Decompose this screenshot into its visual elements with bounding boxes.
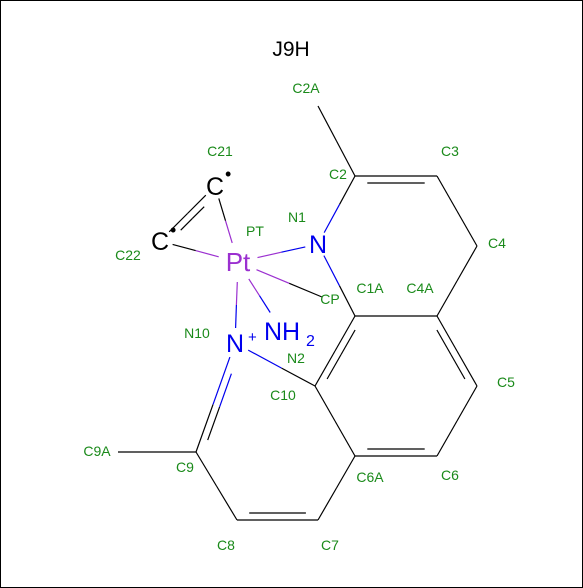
bond-c21-c22-inner xyxy=(180,217,193,231)
atom-symbol-n10: N xyxy=(226,330,244,358)
bond-c4-c4a xyxy=(436,280,458,317)
bond-c21-c22 xyxy=(187,194,207,214)
bond-c1a-c10 xyxy=(334,315,356,352)
atom-id-label-c4a: C4A xyxy=(406,280,434,296)
atom-id-labels-layer: PTN1N10N2C21C22CPC2AC2C3C4C4AC1AC10C5C6C… xyxy=(83,80,515,553)
atom-id-label-n10: N10 xyxy=(184,325,210,341)
bond-c5-c6 xyxy=(436,420,458,457)
bond-c4a-c5 xyxy=(436,315,458,352)
bond-c6a-c7 xyxy=(317,487,338,521)
bond-pt-c22 xyxy=(195,250,219,258)
atom-id-label-c9: C9 xyxy=(176,459,194,475)
bond-c9-n10 xyxy=(212,356,231,405)
atom-id-label-c6: C6 xyxy=(441,467,459,483)
atom-id-label-c10: C10 xyxy=(270,387,296,403)
bond-pt-c22 xyxy=(172,243,196,252)
atom-id-label-n2: N2 xyxy=(287,350,305,366)
bond-c1a-c10-inner xyxy=(340,329,356,355)
atom-id-label-c21: C21 xyxy=(207,143,233,159)
bonds-layer xyxy=(118,105,478,521)
bond-pt-cp xyxy=(256,269,290,284)
bond-pt-n1 xyxy=(281,246,306,253)
bond-c2-n1 xyxy=(339,175,356,205)
atom-id-label-c3: C3 xyxy=(441,143,459,159)
bond-c4a-c5-inner xyxy=(450,354,466,380)
atom-id-label-c2: C2 xyxy=(329,166,347,182)
atom-id-label-pt: PT xyxy=(246,223,264,239)
radical-dot-c22: • xyxy=(170,220,176,240)
bond-n10-c10 xyxy=(247,349,282,369)
bond-c6a-c10 xyxy=(334,420,356,457)
bond-c4a-c5-inner xyxy=(436,329,452,355)
bond-n10-c10 xyxy=(281,367,316,387)
bond-c1a-c10 xyxy=(314,350,336,387)
bond-c5-c6 xyxy=(456,385,478,422)
bond-c9-n10-inner xyxy=(207,406,221,441)
diagram-title: J9H xyxy=(272,38,309,61)
bond-pt-cp xyxy=(288,282,323,298)
atom-symbol-n2: NH xyxy=(264,318,300,346)
atom-id-label-c22: C22 xyxy=(115,247,141,263)
bond-c2-n1 xyxy=(323,204,341,233)
bond-c2a-c2 xyxy=(335,140,356,177)
bond-pt-n10 xyxy=(235,281,238,306)
atom-id-label-c9a: C9A xyxy=(83,443,111,459)
bond-c4-c4a xyxy=(456,245,478,282)
bond-c6a-c7 xyxy=(335,455,356,489)
bond-c8-c9 xyxy=(215,485,238,521)
bond-c1a-n1 xyxy=(323,255,341,287)
bond-pt-n1 xyxy=(257,251,282,259)
bond-c6a-c10 xyxy=(314,385,336,422)
atom-subscript-n2: 2 xyxy=(306,333,315,350)
atom-id-label-c1a: C1A xyxy=(356,280,384,296)
atom-id-label-c6a: C6A xyxy=(356,469,384,485)
atom-charge-n10: + xyxy=(248,329,257,346)
atom-id-label-cp: CP xyxy=(320,291,339,307)
bond-pt-n2 xyxy=(258,295,271,313)
bond-c1a-c10-inner xyxy=(326,354,342,380)
atom-id-label-n1: N1 xyxy=(288,209,306,225)
bond-c1a-n1 xyxy=(338,285,356,317)
atom-id-label-c2a: C2A xyxy=(292,80,320,96)
atom-symbol-n1: N xyxy=(309,231,327,259)
bond-c3-c4 xyxy=(436,175,458,212)
bond-pt-c21 xyxy=(218,198,227,221)
bond-pt-n2 xyxy=(248,278,261,297)
bond-pt-n10 xyxy=(235,304,237,329)
bond-c9-n10-inner xyxy=(219,373,232,408)
bond-c3-c4 xyxy=(456,210,478,247)
bond-c4a-c5 xyxy=(456,350,478,387)
radical-dot-c21: • xyxy=(225,164,231,184)
atom-id-label-c7: C7 xyxy=(321,537,339,553)
bond-c2a-c2 xyxy=(317,105,338,142)
atom-symbol-c22: C xyxy=(151,228,169,256)
bond-c8-c9 xyxy=(195,451,218,487)
bond-c21-c22 xyxy=(168,213,188,233)
atom-id-label-c4: C4 xyxy=(488,235,506,251)
atom-id-label-c8: C8 xyxy=(217,537,235,553)
bond-c9-n10 xyxy=(195,404,214,453)
atom-symbol-pt: Pt xyxy=(226,247,251,277)
bond-c21-c22-inner xyxy=(191,206,205,219)
atom-id-label-c5: C5 xyxy=(497,374,515,390)
bond-pt-c21 xyxy=(224,220,233,244)
atom-symbol-c21: C xyxy=(206,173,224,201)
